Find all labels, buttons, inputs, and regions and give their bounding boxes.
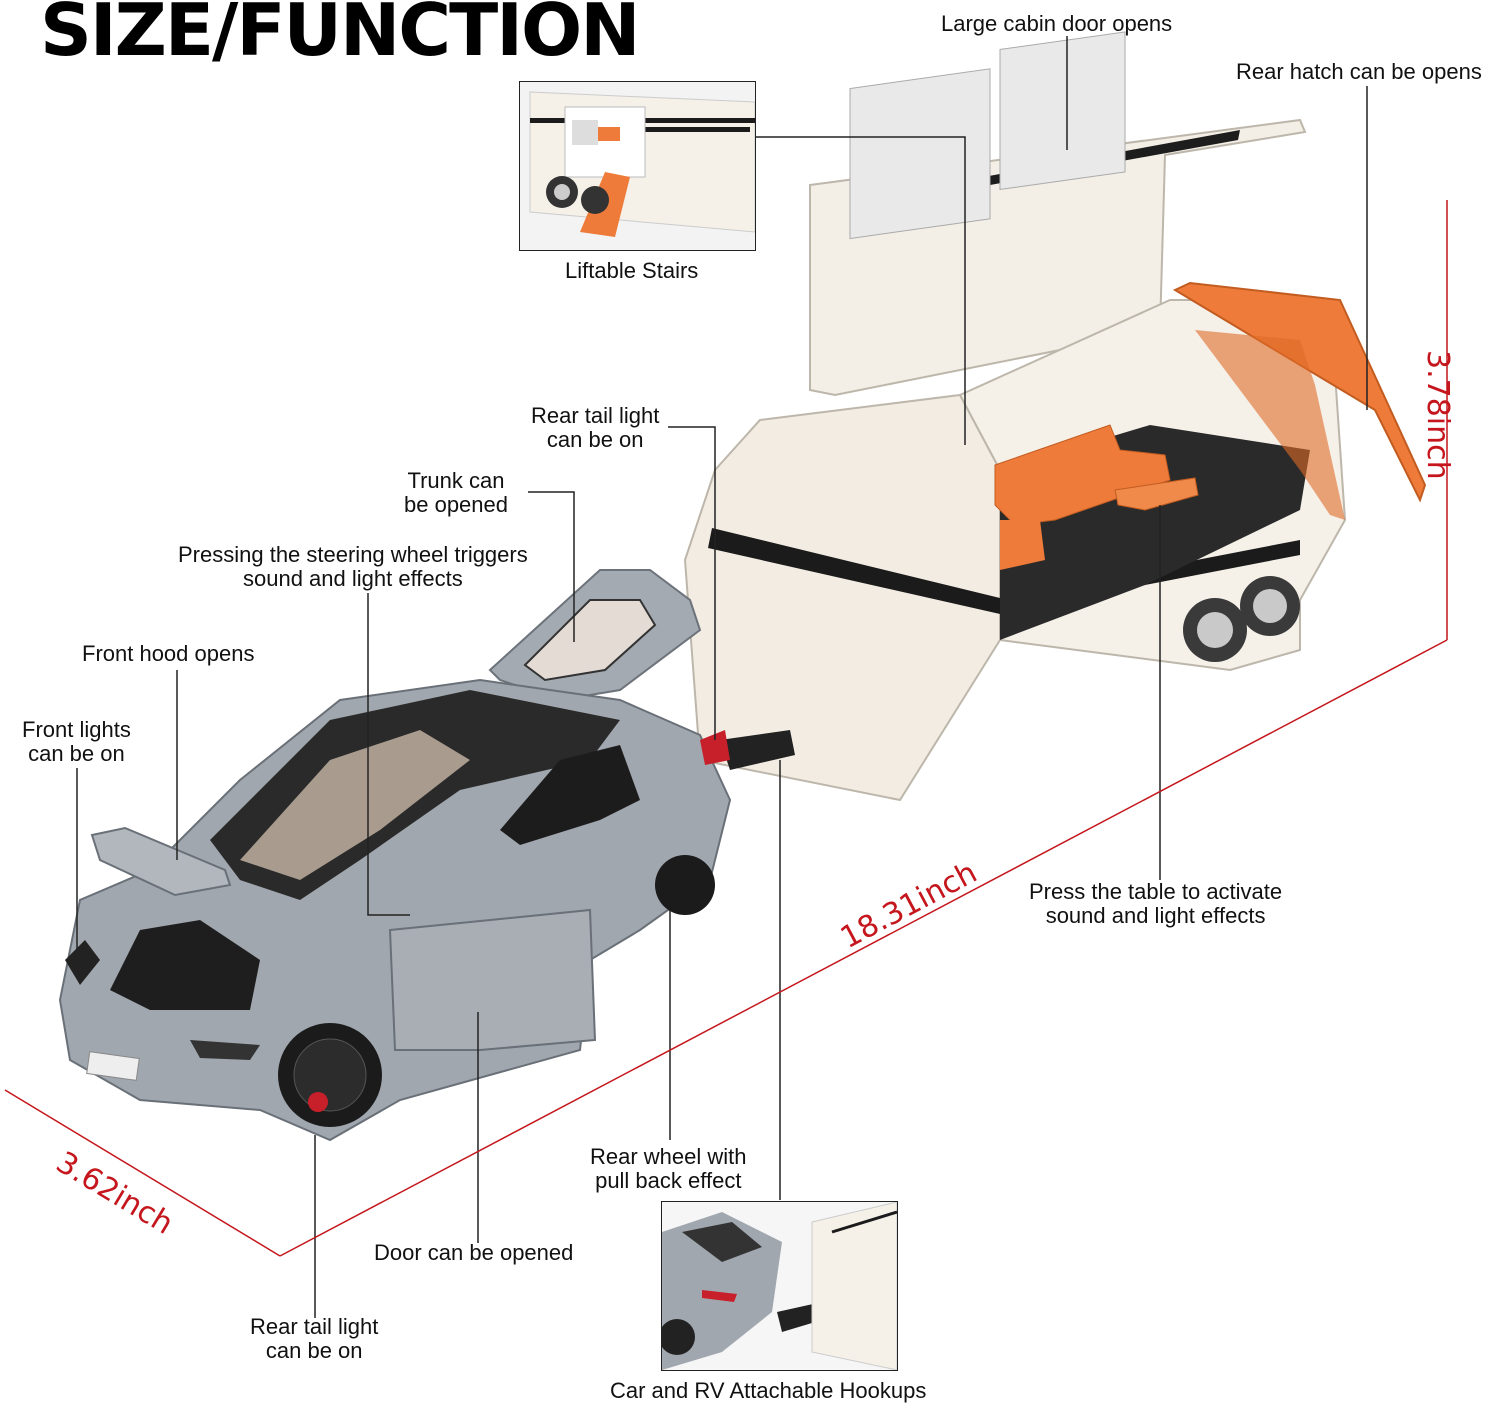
label-front-hood: Front hood opens	[82, 641, 255, 666]
label-line: can be on	[28, 741, 125, 766]
label-line: be opened	[404, 492, 508, 517]
liftable-stairs-inset	[519, 81, 756, 251]
label-line: Trunk can	[407, 468, 505, 493]
label-rear-tail-light-top: Rear tail light can be on	[531, 404, 659, 452]
label-steering: Pressing the steering wheel triggers sou…	[178, 543, 528, 591]
label-line: Rear tail light	[250, 1314, 379, 1339]
label-hookups: Car and RV Attachable Hookups	[610, 1378, 927, 1403]
label-line: sound and light effects	[242, 566, 463, 591]
label-rear-wheel: Rear wheel with pull back effect	[590, 1145, 747, 1193]
dimension-lines	[4, 200, 1448, 1257]
label-front-lights: Front lights can be on	[22, 718, 131, 766]
label-door: Door can be opened	[374, 1240, 574, 1265]
trailer	[683, 31, 1427, 802]
label-line: Press the table to activate	[1029, 879, 1283, 904]
label-trunk: Trunk can be opened	[404, 469, 508, 517]
label-line: can be on	[265, 1338, 363, 1363]
callout-lines	[76, 36, 1368, 1318]
label-rear-tail-light-bottom: Rear tail light can be on	[250, 1315, 378, 1363]
label-line: Rear tail light	[531, 403, 660, 428]
label-line: can be on	[546, 427, 644, 452]
label-line: pull back effect	[595, 1168, 742, 1193]
page-title: SIZE/FUNCTION	[40, 0, 640, 72]
car	[58, 569, 732, 1142]
label-line: Front lights	[22, 717, 131, 742]
label-rear-hatch: Rear hatch can be opens	[1236, 59, 1482, 84]
label-table: Press the table to activate sound and li…	[1029, 880, 1282, 928]
label-liftable-stairs: Liftable Stairs	[565, 258, 699, 283]
label-large-cabin-door: Large cabin door opens	[941, 11, 1173, 36]
label-line: Rear wheel with	[590, 1144, 747, 1169]
dimension-height: 3.78inch	[1420, 350, 1455, 480]
hookups-inset	[661, 1201, 898, 1371]
label-line: sound and light effects	[1045, 903, 1266, 928]
label-line: Pressing the steering wheel triggers	[178, 542, 528, 567]
